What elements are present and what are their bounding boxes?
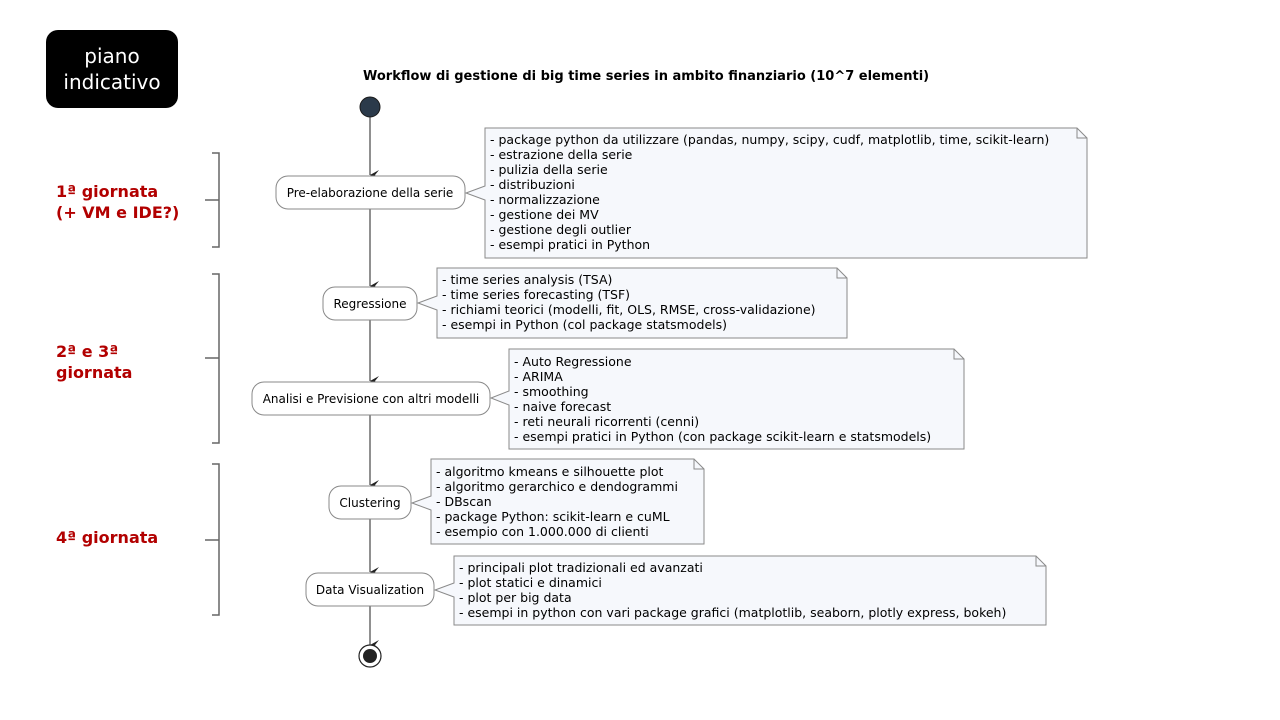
note-line: - gestione dei MV	[490, 207, 599, 222]
note-line: - esempio con 1.000.000 di clienti	[436, 524, 649, 539]
note-line: - gestione degli outlier	[490, 222, 632, 237]
brace-day-3	[205, 463, 220, 616]
note-line: - esempi pratici in Python	[490, 237, 650, 252]
note-regressione: - time series analysis (TSA) - time seri…	[416, 267, 848, 339]
activity-analisi-previsione: Analisi e Previsione con altri modelli	[251, 381, 491, 416]
activity-regressione: Regressione	[322, 286, 418, 321]
note-line: - DBscan	[436, 494, 492, 509]
note-line: - ARIMA	[514, 369, 563, 384]
note-line: - algoritmo kmeans e silhouette plot	[436, 464, 664, 479]
note-line: - package Python: scikit-learn e cuML	[436, 509, 670, 524]
activity-label: Data Visualization	[316, 583, 424, 597]
note-line: - esempi in python con vari package graf…	[459, 605, 1006, 620]
day-label-3: 4ª giornata	[56, 528, 159, 547]
badge-line-2: indicativo	[63, 70, 161, 94]
note-clustering: - algoritmo kmeans e silhouette plot - a…	[410, 458, 705, 545]
note-line: - esempi pratici in Python (con package …	[514, 429, 931, 444]
diagram-title: Workflow di gestione di big time series …	[363, 69, 930, 84]
note-line: - algoritmo gerarchico e dendogrammi	[436, 479, 678, 494]
note-line: - richiami teorici (modelli, fit, OLS, R…	[442, 302, 816, 317]
brace-day-2	[205, 273, 220, 444]
note-line: - pulizia della serie	[490, 162, 608, 177]
note-line: - plot per big data	[459, 590, 572, 605]
note-line: - reti neurali ricorrenti (cenni)	[514, 414, 699, 429]
note-line: - plot statici e dinamici	[459, 575, 602, 590]
note-line: - esempi in Python (col package statsmod…	[442, 317, 727, 332]
note-line: - time series analysis (TSA)	[442, 272, 612, 287]
note-line: - naive forecast	[514, 399, 611, 414]
piano-indicativo-badge: piano indicativo	[46, 30, 178, 108]
note-data-visualization: - principali plot tradizionali ed avanza…	[433, 555, 1047, 626]
note-line: - Auto Regressione	[514, 354, 632, 369]
note-line: - smoothing	[514, 384, 589, 399]
note-pre-elaborazione: - package python da utilizzare (pandas, …	[464, 127, 1088, 259]
activity-data-visualization: Data Visualization	[305, 572, 435, 607]
note-line: - distribuzioni	[490, 177, 575, 192]
note-line: - time series forecasting (TSF)	[442, 287, 630, 302]
start-node	[359, 96, 381, 118]
note-line: - package python da utilizzare (pandas, …	[490, 132, 1049, 147]
activity-label: Regressione	[333, 297, 406, 311]
brace-day-1	[205, 152, 220, 248]
note-line: - estrazione della serie	[490, 147, 633, 162]
activity-clustering: Clustering	[328, 485, 412, 520]
activity-label: Pre-elaborazione della serie	[287, 186, 454, 200]
activity-pre-elaborazione: Pre-elaborazione della serie	[275, 175, 466, 210]
day-label-2: 2ª e 3ª giornata	[56, 342, 133, 382]
day-label-1: 1ª giornata (+ VM e IDE?)	[56, 182, 180, 222]
note-line: - principali plot tradizionali ed avanza…	[459, 560, 703, 575]
badge-line-1: piano	[84, 44, 140, 68]
note-line: - normalizzazione	[490, 192, 600, 207]
end-node	[363, 649, 377, 663]
activity-label: Analisi e Previsione con altri modelli	[263, 392, 480, 406]
activity-label: Clustering	[339, 496, 400, 510]
note-analisi-previsione: - Auto Regressione - ARIMA - smoothing -…	[489, 348, 965, 450]
